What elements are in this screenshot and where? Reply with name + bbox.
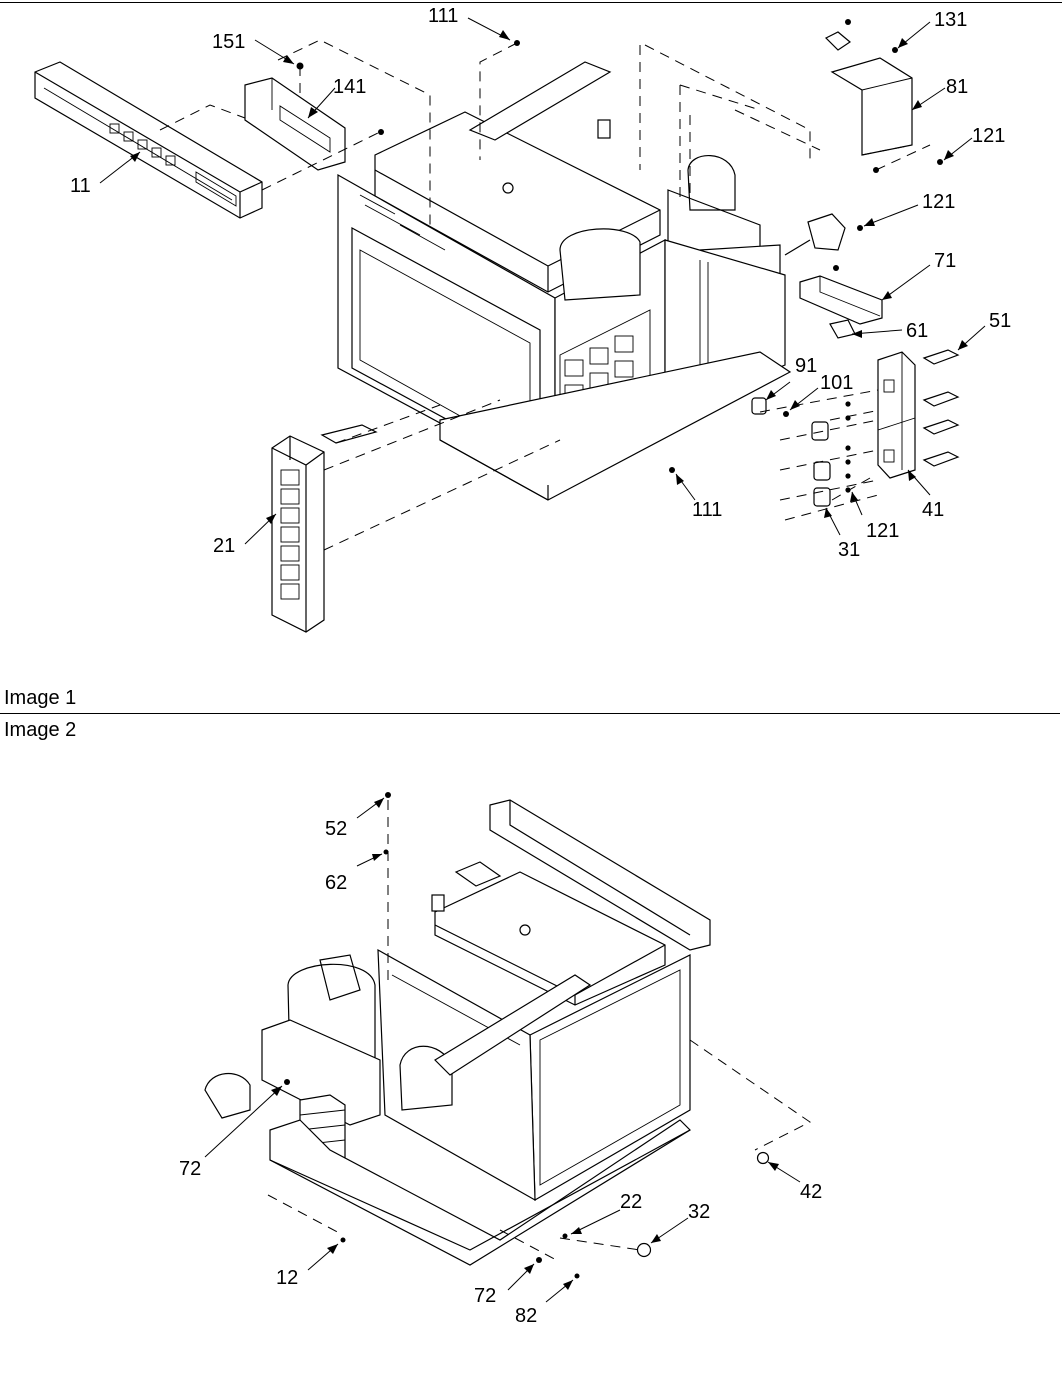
callout: 72 <box>474 1285 496 1307</box>
side-panel-part <box>271 424 378 633</box>
callout: 51 <box>989 310 1011 332</box>
callout: 121 <box>972 125 1005 147</box>
callout: 82 <box>515 1305 537 1327</box>
callout: 61 <box>906 320 928 342</box>
callout: 62 <box>325 872 347 894</box>
callout: 21 <box>213 535 235 557</box>
image-2-assembly-lines <box>267 800 811 1263</box>
image-2-caption: Image 2 <box>4 719 77 741</box>
callout: 11 <box>70 175 91 197</box>
callout: 71 <box>934 250 956 272</box>
image-1-callouts: 111 151 141 131 81 11 121 121 71 61 51 9… <box>70 5 1011 561</box>
image-1-leaders <box>99 17 986 545</box>
callout: 22 <box>620 1191 642 1213</box>
callout: 121 <box>866 520 899 542</box>
image-2-callouts: 52 62 72 42 22 32 12 72 82 <box>179 818 822 1327</box>
top-rule <box>0 2 1062 3</box>
callout: 52 <box>325 818 347 840</box>
callout: 81 <box>946 76 968 98</box>
callout: 101 <box>820 372 853 394</box>
callout: 121 <box>922 191 955 213</box>
callout: 91 <box>795 355 817 377</box>
image-1-assembly-lines <box>159 39 931 551</box>
image-1-caption: Image 1 <box>4 687 77 709</box>
callout: 12 <box>276 1267 298 1289</box>
callout: 42 <box>800 1181 822 1203</box>
image-1-drawing: 111 151 141 131 81 11 121 121 71 61 51 9… <box>34 5 1011 633</box>
callout: 141 <box>333 76 366 98</box>
callout: 41 <box>922 499 944 521</box>
oven-rear-assembly <box>204 799 711 1266</box>
callout: 111 <box>692 499 722 521</box>
callout: 31 <box>838 539 860 561</box>
callout: 111 <box>428 5 458 27</box>
right-side-parts <box>669 19 960 507</box>
oven-cabinet <box>337 61 846 501</box>
image-2-hardware <box>284 792 770 1279</box>
control-panel-part <box>34 61 263 219</box>
panel-divider <box>0 713 1060 714</box>
image-2-drawing: 52 62 72 42 22 32 12 72 82 <box>179 792 822 1327</box>
callout: 72 <box>179 1158 201 1180</box>
callout: 131 <box>934 9 967 31</box>
image-2-leaders <box>204 797 801 1303</box>
callout: 151 <box>212 31 245 53</box>
callout: 32 <box>688 1201 710 1223</box>
bracket-part <box>244 40 520 171</box>
